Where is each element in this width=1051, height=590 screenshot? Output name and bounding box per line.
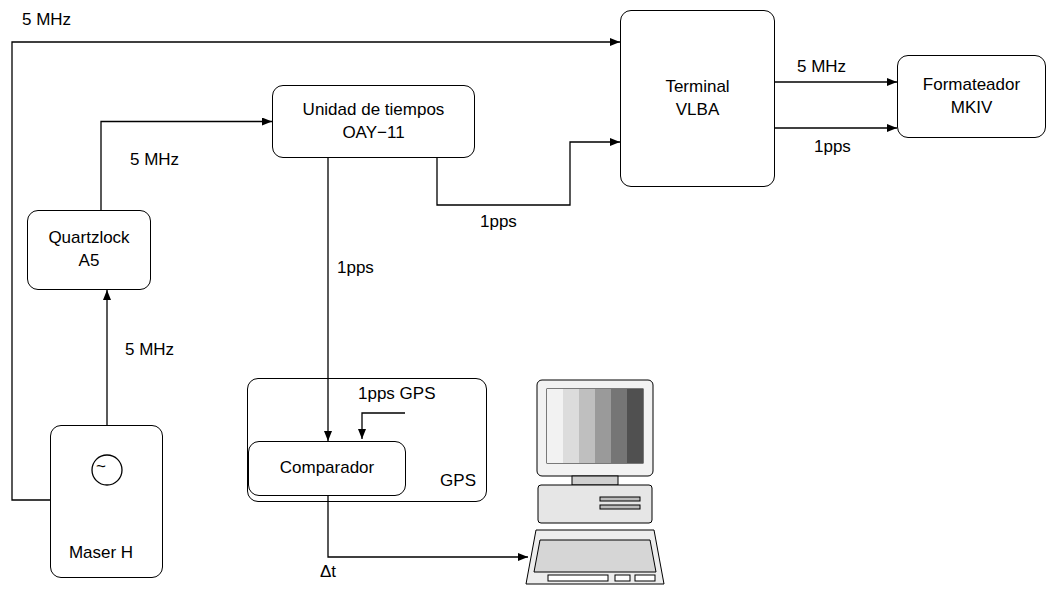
- signal-connector: [775, 81, 897, 82]
- time-unit-box: Unidad de tiempos OAY−11: [272, 85, 475, 158]
- signal-connector: [12, 42, 620, 500]
- node-label: Unidad de tiempos OAY−11: [294, 99, 454, 145]
- formatter-box: Formateador MKIV: [897, 55, 1046, 138]
- signal-label: 5 MHz: [20, 10, 73, 30]
- quartzlock-box: Quartzlock A5: [27, 210, 151, 290]
- signal-label: 1pps: [812, 137, 853, 157]
- signal-label: 1pps: [335, 258, 376, 278]
- signal-connector: [437, 142, 620, 205]
- signal-connector: [327, 158, 328, 441]
- signal-label: 5 MHz: [795, 57, 848, 77]
- signal-label: 1pps: [478, 212, 519, 232]
- node-label: ~: [51, 456, 151, 479]
- node-label: Terminal VLBA: [653, 76, 743, 122]
- terminal-box: Terminal VLBA: [620, 10, 775, 187]
- node-label: GPS: [440, 470, 476, 493]
- node-label: Maser H: [51, 542, 151, 565]
- computer-icon: [526, 380, 664, 584]
- node-label: Comparador: [280, 457, 375, 480]
- signal-name: 1pps GPS: [356, 384, 438, 404]
- node-label: Formateador MKIV: [912, 74, 1032, 120]
- signal-name: Δt: [318, 562, 338, 582]
- signal-connector: [101, 122, 272, 211]
- output-line: [328, 495, 528, 557]
- signal-connector: [775, 127, 897, 128]
- maser-box: ~ Maser H: [50, 425, 163, 578]
- signal-label: 5 MHz: [123, 340, 176, 360]
- signal-connector: [106, 290, 107, 425]
- comparator-box: Comparador: [248, 441, 406, 496]
- node-label: Quartzlock A5: [39, 227, 139, 273]
- signal-label: 5 MHz: [128, 150, 181, 170]
- gps-input-line: [362, 413, 405, 439]
